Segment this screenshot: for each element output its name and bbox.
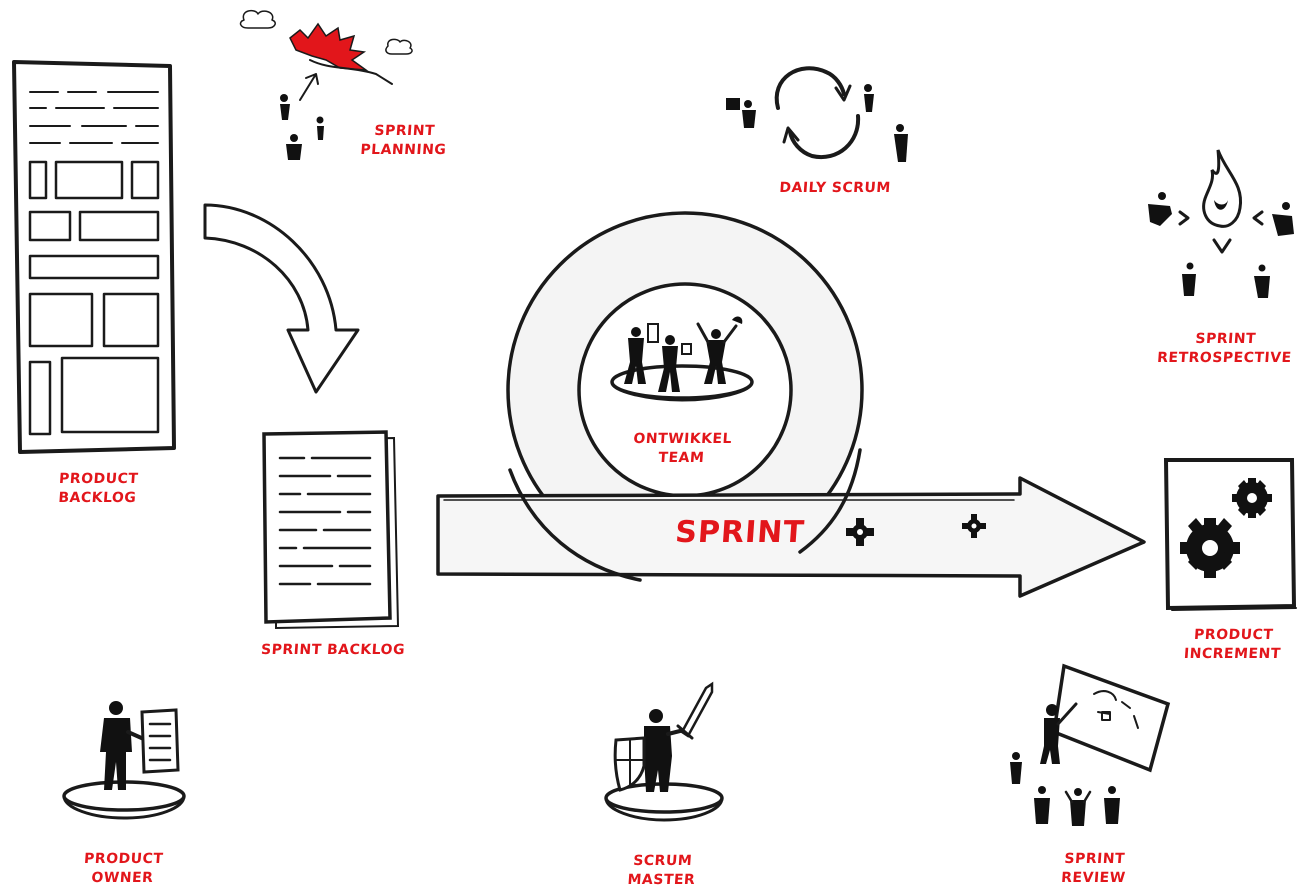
product-backlog-icon [14, 62, 174, 452]
product-backlog-label-line1: PRODUCT [38, 470, 159, 489]
sprint-label-text: SPRINT [669, 516, 811, 550]
daily-scrum-label: DAILY SCRUM [759, 179, 910, 198]
product-owner-icon [64, 701, 184, 818]
sprint-retrospective-label-line2: RETROSPECTIVE [1151, 349, 1298, 368]
sprint-review-label-line1: SPRINT [1044, 850, 1145, 869]
scrum-master-label-line1: SCRUM [610, 852, 715, 871]
ontwikkel-team-label-line2: TEAM [619, 449, 744, 468]
product-backlog-label-line2: BACKLOG [37, 489, 158, 508]
scrum-master-label-line2: MASTER [609, 871, 714, 890]
daily-scrum-icon [726, 68, 908, 162]
backlog-flow-arrow [205, 205, 358, 392]
sprint-retrospective-icon [1148, 150, 1294, 298]
sprint-review-icon [1010, 666, 1168, 826]
product-backlog-label: PRODUCT BACKLOG [37, 470, 160, 508]
product-owner-label: PRODUCT OWNER [67, 850, 180, 888]
sprint-planning-label: SPRINT PLANNING [355, 122, 454, 160]
product-increment-label-line2: INCREMENT [1167, 645, 1298, 664]
product-owner-label-line1: PRODUCT [68, 850, 179, 869]
sprint-label: SPRINT [669, 516, 811, 550]
ontwikkel-team-label: ONTWIKKEL TEAM [619, 430, 746, 468]
sprint-planning-label-line1: SPRINT [356, 122, 453, 141]
sprint-planning-label-line2: PLANNING [355, 141, 452, 160]
ontwikkel-team-label-line1: ONTWIKKEL [620, 430, 745, 449]
sprint-retrospective-label: SPRINT RETROSPECTIVE [1151, 330, 1299, 368]
sprint-review-label: SPRINT REVIEW [1043, 850, 1146, 888]
product-owner-label-line2: OWNER [67, 869, 178, 888]
sprint-review-label-line2: REVIEW [1043, 869, 1144, 888]
sprint-backlog-label-text: SPRINT BACKLOG [247, 641, 418, 660]
scrum-master-label: SCRUM MASTER [609, 852, 716, 890]
sprint-retrospective-label-line1: SPRINT [1152, 330, 1299, 349]
sprint-backlog-icon [264, 432, 398, 628]
product-increment-label-line1: PRODUCT [1168, 626, 1299, 645]
daily-scrum-label-text: DAILY SCRUM [759, 179, 910, 198]
product-increment-icon [1166, 460, 1296, 610]
product-increment-label: PRODUCT INCREMENT [1167, 626, 1299, 664]
scrum-master-icon [606, 684, 722, 820]
sprint-backlog-label: SPRINT BACKLOG [247, 641, 418, 660]
